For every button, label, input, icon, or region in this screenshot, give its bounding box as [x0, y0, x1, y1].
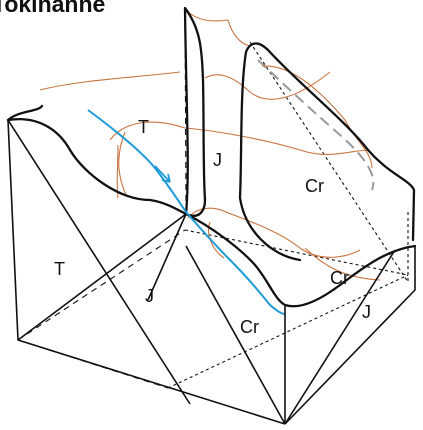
first-ridge — [183, 6, 207, 217]
left-face-diagonal-j — [17, 213, 187, 341]
hidden-edges — [17, 7, 409, 389]
contour-line — [116, 144, 119, 199]
hidden-ridge-edge — [257, 59, 375, 191]
contour-lines — [39, 11, 381, 281]
ridge-foot — [238, 196, 302, 262]
flow-arrow-icon — [154, 165, 171, 183]
label-side-j: J — [362, 302, 371, 322]
surface-front-profile — [6, 117, 417, 308]
hidden-edge-diagonal-floor — [167, 274, 409, 389]
right-face-diagonal — [284, 249, 396, 425]
surface-labels: T J Cr — [138, 117, 324, 196]
label-surface-j: J — [213, 150, 222, 170]
left-face-diagonal-t — [7, 119, 191, 405]
front-face-cr-diagonal — [185, 245, 286, 425]
right-face-edge — [284, 246, 416, 425]
river — [87, 109, 286, 315]
block-front — [7, 119, 416, 425]
terrain-surface — [6, 6, 417, 308]
contour-line — [304, 247, 381, 281]
label-front-cr: Cr — [240, 317, 259, 337]
face-labels: T J Cr Cr J — [54, 259, 371, 337]
contour-line — [39, 71, 181, 91]
contour-line — [118, 131, 127, 196]
second-ridge — [238, 42, 416, 242]
contour-line — [261, 65, 373, 169]
label-front-j: J — [145, 286, 154, 306]
label-surface-cr: Cr — [305, 176, 324, 196]
contour-line — [187, 207, 361, 258]
label-surface-t: T — [138, 117, 149, 137]
contour-line — [109, 121, 371, 155]
label-side-cr: Cr — [330, 268, 349, 288]
contour-line — [187, 11, 251, 47]
hidden-edge-rear-diagonal — [249, 41, 409, 283]
river-line — [87, 109, 286, 315]
left-face-edge — [7, 119, 286, 425]
hidden-edge-bottom-left — [17, 229, 186, 341]
surface-left-edge — [6, 104, 44, 122]
diagram-title: Tokinanne — [0, 0, 105, 17]
label-front-t: T — [54, 259, 65, 279]
